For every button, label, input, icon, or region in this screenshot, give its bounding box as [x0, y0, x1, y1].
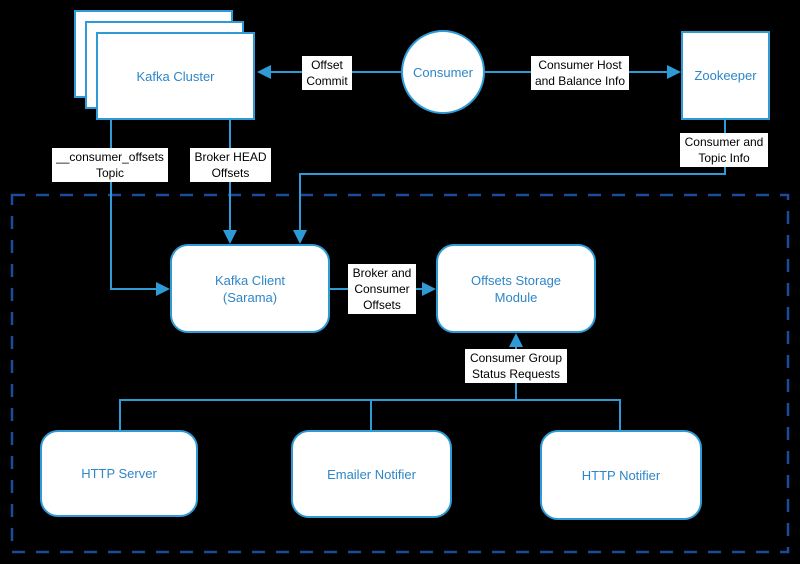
edge-label-broker-head-offsets: Broker HEAD Offsets	[190, 148, 271, 182]
arrowhead-consumer-topic-info	[293, 230, 307, 244]
edge-label-consumer-topic-info: Consumer and Topic Info	[680, 133, 768, 167]
arrowhead-broker-consumer-offsets	[422, 282, 436, 296]
arrowhead-offset-commit	[257, 65, 271, 79]
edge-label-broker-consumer-offsets: Broker and Consumer Offsets	[348, 264, 416, 314]
arrowhead-consumer-group-status	[509, 333, 523, 347]
http-server-label: HTTP Server	[81, 466, 157, 481]
edge-label-consumer-offsets-topic: __consumer_offsets Topic	[52, 148, 168, 182]
zookeeper-label: Zookeeper	[694, 68, 757, 83]
node-consumer: Consumer	[401, 30, 485, 114]
node-http-notifier: HTTP Notifier	[540, 430, 702, 520]
arrowhead-consumer-offsets-topic	[156, 282, 170, 296]
kafka-cluster-label: Kafka Cluster	[136, 68, 215, 84]
node-kafka-client: Kafka Client (Sarama)	[170, 244, 330, 333]
node-http-server: HTTP Server	[40, 430, 198, 517]
node-emailer-notifier: Emailer Notifier	[291, 430, 452, 518]
http-notifier-label: HTTP Notifier	[581, 467, 661, 483]
emailer-notifier-label: Emailer Notifier	[327, 466, 416, 482]
edge-label-offset-commit: Offset Commit	[302, 56, 352, 90]
arrowhead-consumer-host-balance	[667, 65, 681, 79]
edge-label-consumer-group-status: Consumer Group Status Requests	[465, 349, 567, 383]
node-offsets-storage-module: Offsets Storage Module	[436, 244, 596, 333]
kafka-client-label: Kafka Client (Sarama)	[214, 272, 286, 305]
arrowhead-broker-head-offsets	[223, 230, 237, 244]
offsets-storage-label: Offsets Storage Module	[470, 272, 562, 305]
consumer-label: Consumer	[413, 64, 473, 80]
node-zookeeper: Zookeeper	[681, 31, 770, 120]
node-kafka-cluster: Kafka Cluster	[96, 32, 255, 120]
edge-label-consumer-host-balance: Consumer Host and Balance Info	[531, 56, 629, 90]
edge-consumer-offsets-topic-line	[110, 120, 157, 290]
notifier-bus-line	[119, 399, 621, 430]
edge-consumer-topic-info-line	[299, 120, 726, 231]
module-boundary-dashed-box	[10, 193, 790, 554]
